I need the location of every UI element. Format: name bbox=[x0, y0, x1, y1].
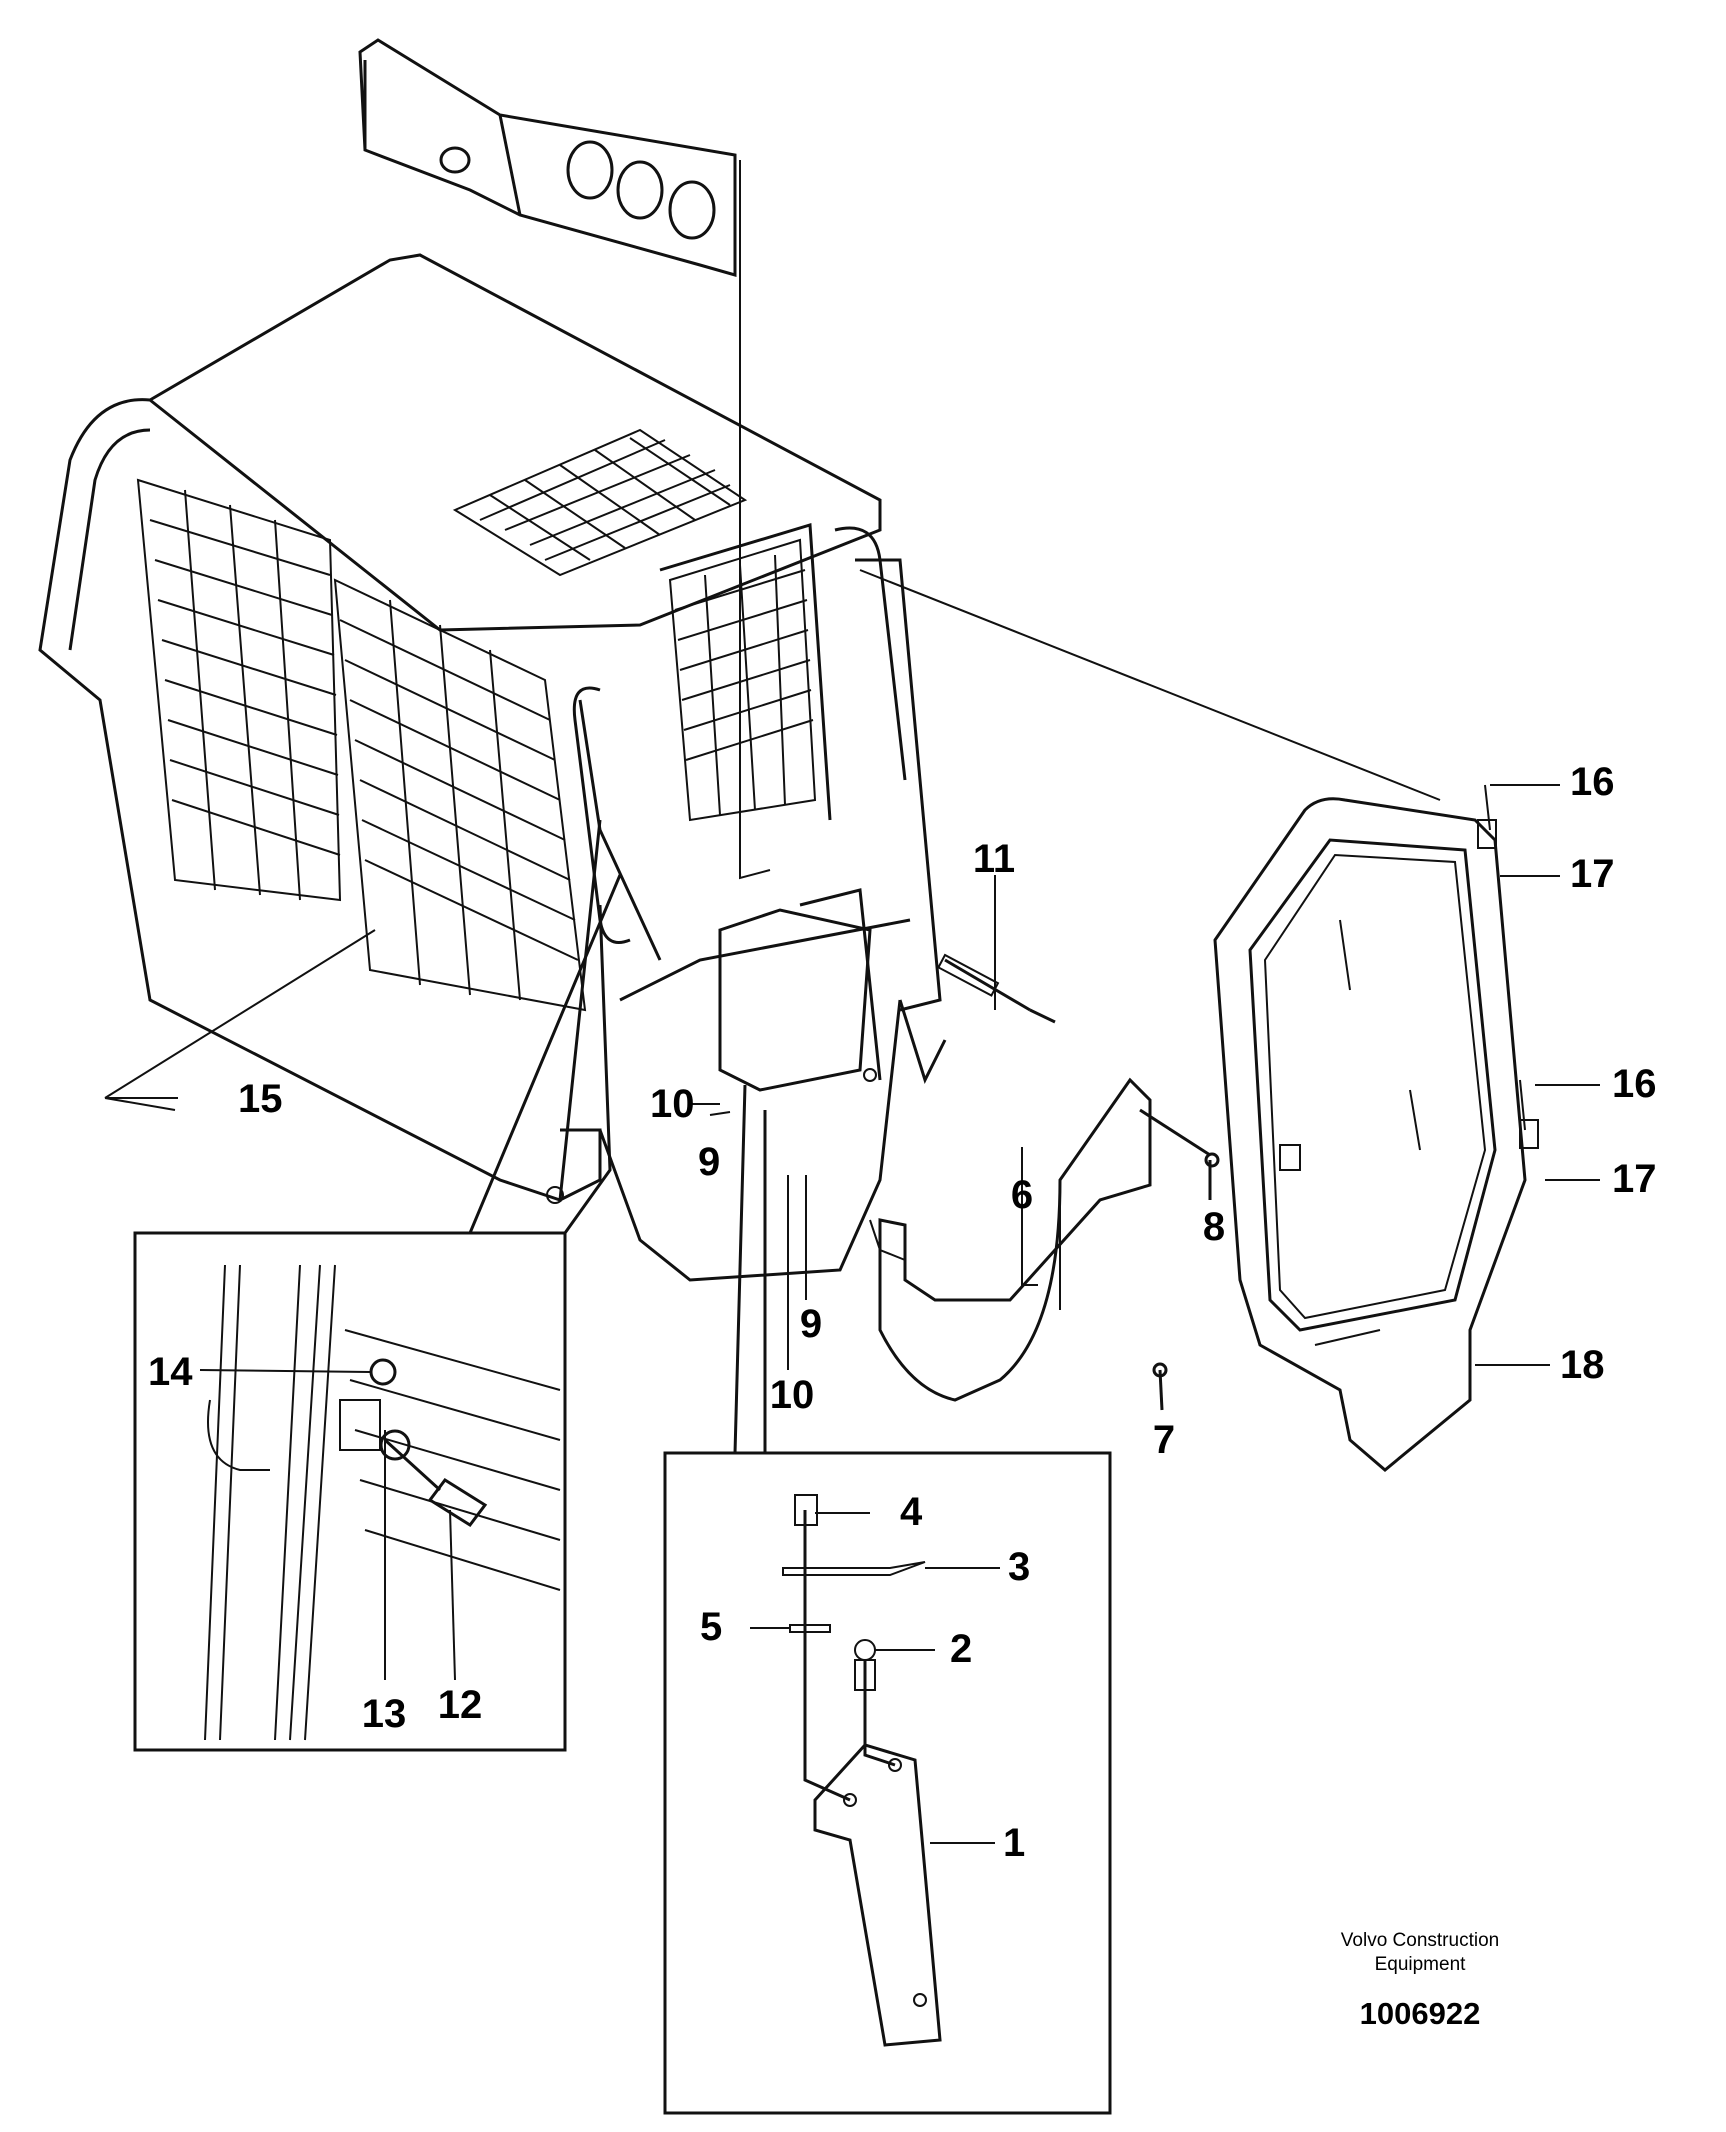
publisher-caption: Volvo Construction Equipment 1006922 bbox=[1341, 1930, 1499, 2031]
door bbox=[1213, 784, 1539, 1472]
part-label-17-top: 17 bbox=[1570, 852, 1615, 896]
cab-body bbox=[38, 253, 947, 1282]
detail-box-right bbox=[663, 1084, 1112, 2115]
handle-rod bbox=[937, 953, 1056, 1024]
overhead-console bbox=[358, 38, 737, 277]
part-label-8: 8 bbox=[1203, 1205, 1225, 1249]
part-label-2: 2 bbox=[950, 1627, 972, 1671]
part-label-7: 7 bbox=[1153, 1418, 1175, 1462]
part-label-15: 15 bbox=[238, 1077, 283, 1121]
part-label-18: 18 bbox=[1560, 1343, 1605, 1387]
part-label-10-upper: 10 bbox=[650, 1082, 695, 1126]
part-label-13: 13 bbox=[362, 1692, 407, 1736]
caption-company-line2: Equipment bbox=[1375, 1954, 1467, 1975]
caption-company-line1: Volvo Construction bbox=[1341, 1930, 1499, 1951]
part-label-9-upper: 9 bbox=[698, 1140, 720, 1184]
part-label-17-bottom: 17 bbox=[1612, 1157, 1657, 1201]
part-label-9-lower: 9 bbox=[800, 1302, 822, 1346]
part-label-3: 3 bbox=[1008, 1545, 1030, 1589]
part-label-6: 6 bbox=[1011, 1173, 1033, 1217]
part-label-4: 4 bbox=[900, 1490, 923, 1534]
part-label-1: 1 bbox=[1003, 1821, 1025, 1865]
part-label-14: 14 bbox=[148, 1350, 193, 1394]
part-label-11: 11 bbox=[973, 837, 1015, 881]
part-label-10-lower: 10 bbox=[770, 1373, 815, 1417]
leader-lines bbox=[104, 160, 1600, 1844]
part-label-5: 5 bbox=[700, 1605, 722, 1649]
part-label-16-bottom: 16 bbox=[1612, 1062, 1657, 1106]
step-plate bbox=[869, 1077, 1220, 1411]
document-number: 1006922 bbox=[1360, 1996, 1481, 2031]
detail-box-left bbox=[133, 874, 622, 1752]
part-label-16-top: 16 bbox=[1570, 760, 1615, 804]
part-labels: 11 16 17 16 17 18 15 10 9 6 8 9 10 7 14 … bbox=[148, 760, 1657, 1865]
part-label-12: 12 bbox=[438, 1683, 483, 1727]
